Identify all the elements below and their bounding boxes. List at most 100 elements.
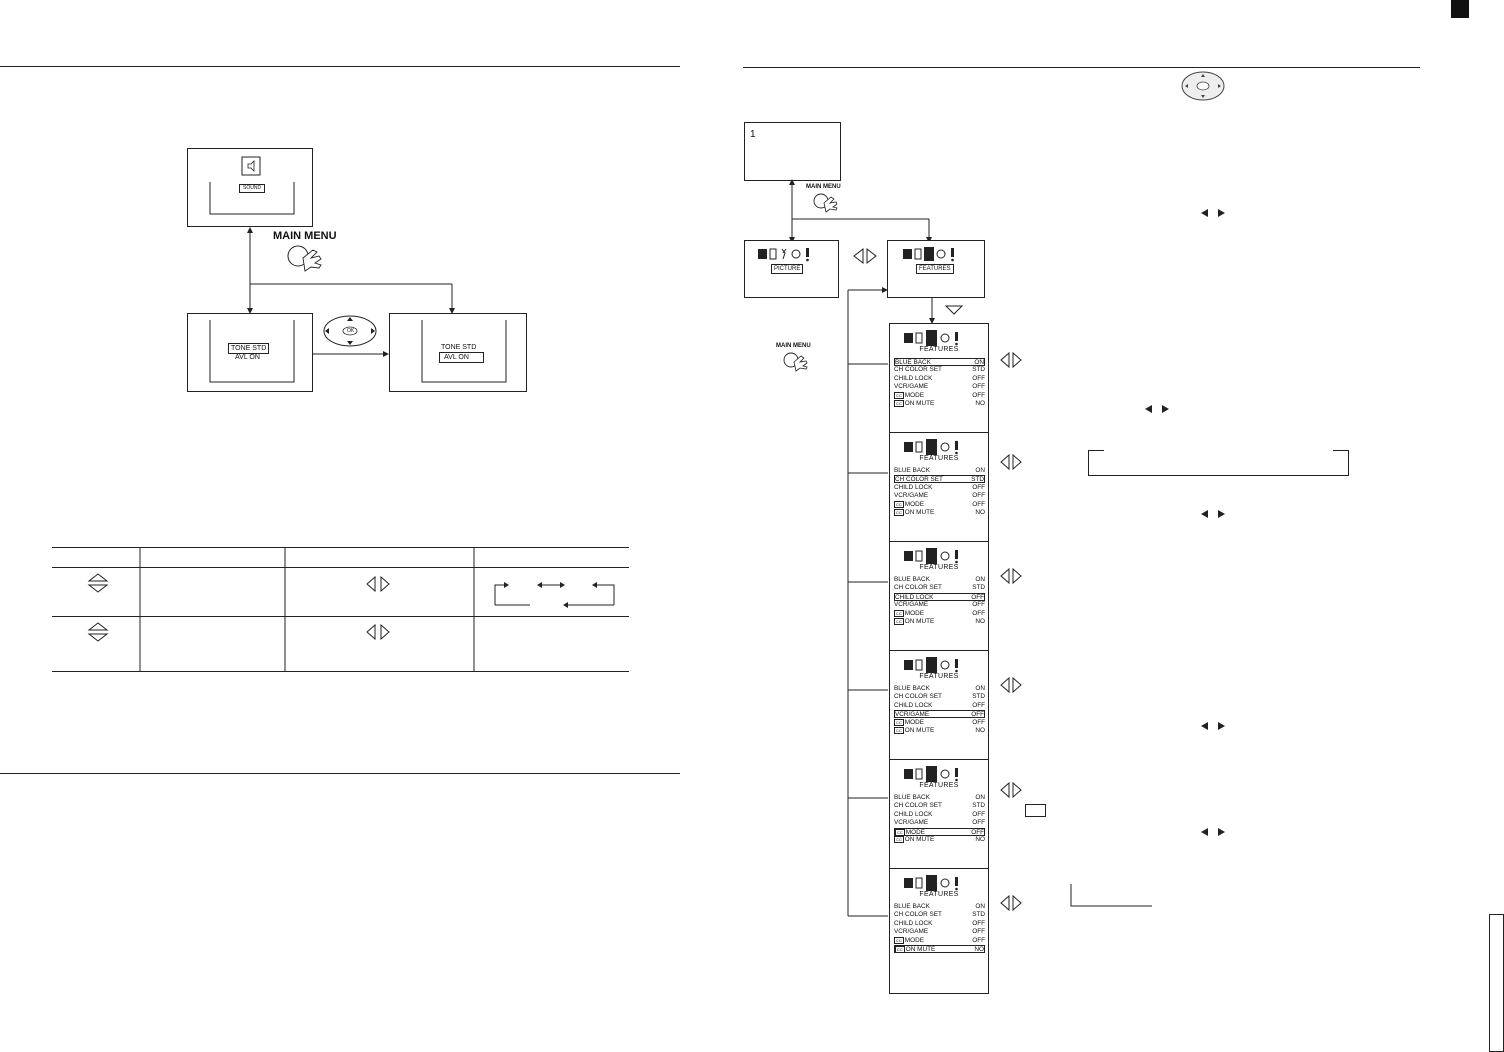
features-menu-row[interactable]: CHILD LOCK OFF — [894, 811, 985, 819]
avl-option-2[interactable]: AVL ON — [439, 352, 484, 363]
cursor-pad-icon[interactable] — [322, 314, 378, 348]
triangle-left-right-icon[interactable] — [1000, 453, 1022, 471]
triangle-left-right-icon[interactable] — [1000, 781, 1022, 799]
features-row-key: CH COLOR SET — [894, 911, 942, 919]
tone-option[interactable]: TONE STD — [228, 343, 270, 354]
features-row-value: OFF — [972, 383, 985, 391]
hand-pointer-icon[interactable] — [285, 244, 329, 278]
hand-pointer-icon[interactable] — [782, 351, 812, 377]
menu-icons-row — [904, 330, 958, 346]
features-menu-title: FEATURES — [919, 346, 959, 353]
triangle-left-right-icon[interactable] — [1000, 676, 1022, 694]
cc-badge: CC — [895, 946, 905, 953]
triangle-left-right-icon[interactable] — [1000, 567, 1022, 585]
triangle-left-right-icon[interactable] — [853, 247, 877, 265]
features-menu-row[interactable]: VCR/GAME OFF — [894, 383, 985, 391]
cc-badge: CC — [894, 727, 904, 734]
features-row-key: VCR/GAME — [894, 492, 929, 500]
features-row-key: CHILD LOCK — [894, 701, 933, 709]
hand-pointer-icon[interactable] — [812, 192, 842, 218]
features-row-value: NO — [975, 509, 985, 516]
option-table — [52, 547, 629, 672]
cc-badge: CC — [894, 836, 904, 843]
picture-screen: PICTURE — [744, 240, 839, 298]
bracket-line — [1070, 884, 1152, 907]
features-row-key: VCR/GAME — [894, 383, 929, 391]
cc-badge: CC — [894, 618, 904, 625]
sound-screen: SOUND — [187, 148, 313, 227]
menu-icons-row — [904, 766, 958, 782]
features-row-key: CHILD LOCK — [894, 810, 933, 818]
features-menu-row[interactable]: VCR/GAME OFF — [894, 928, 985, 936]
features-row-value: OFF — [972, 718, 985, 726]
features-row-key: VCR/GAME — [894, 601, 929, 609]
features-row-value: OFF — [972, 810, 985, 818]
small-key-box — [1025, 804, 1046, 817]
features-row-value: OFF — [972, 928, 985, 936]
tone-option-2[interactable]: TONE STD — [441, 344, 477, 351]
features-row-value: NO — [975, 727, 985, 734]
features-row-value: ON — [975, 794, 985, 801]
features-row-value: OFF — [972, 819, 985, 827]
picture-button[interactable]: PICTURE — [771, 264, 804, 274]
triangle-left-right-icon[interactable] — [1000, 894, 1022, 912]
triangle-left-right-icon[interactable] — [1000, 351, 1022, 369]
features-row-value: STD — [972, 802, 985, 810]
avl-option[interactable]: AVL ON — [235, 354, 260, 361]
features-row-key: VCR/GAME — [894, 819, 929, 827]
features-button[interactable]: FEATURES — [916, 264, 954, 274]
tone-screen-1: TONE STD AVL ON — [187, 313, 313, 392]
features-row-key: CH COLOR SET — [894, 584, 942, 592]
features-menu-title: FEATURES — [919, 782, 959, 789]
main-menu-label-side: MAIN MENU — [776, 343, 811, 349]
sound-button[interactable]: SOUND — [239, 184, 266, 193]
cursor-pad-icon[interactable] — [1180, 70, 1226, 102]
features-menu-row[interactable]: VCR/GAME OFF — [894, 819, 985, 827]
right-top-rule — [743, 67, 1420, 68]
menu-icons-row — [904, 875, 958, 891]
remote-ok-label: OK — [347, 328, 355, 334]
features-row-value: ON — [975, 903, 985, 910]
menu-icons-row — [904, 548, 958, 564]
features-row-key: VCR/GAME — [894, 928, 929, 936]
menu-icons-row — [758, 248, 809, 262]
